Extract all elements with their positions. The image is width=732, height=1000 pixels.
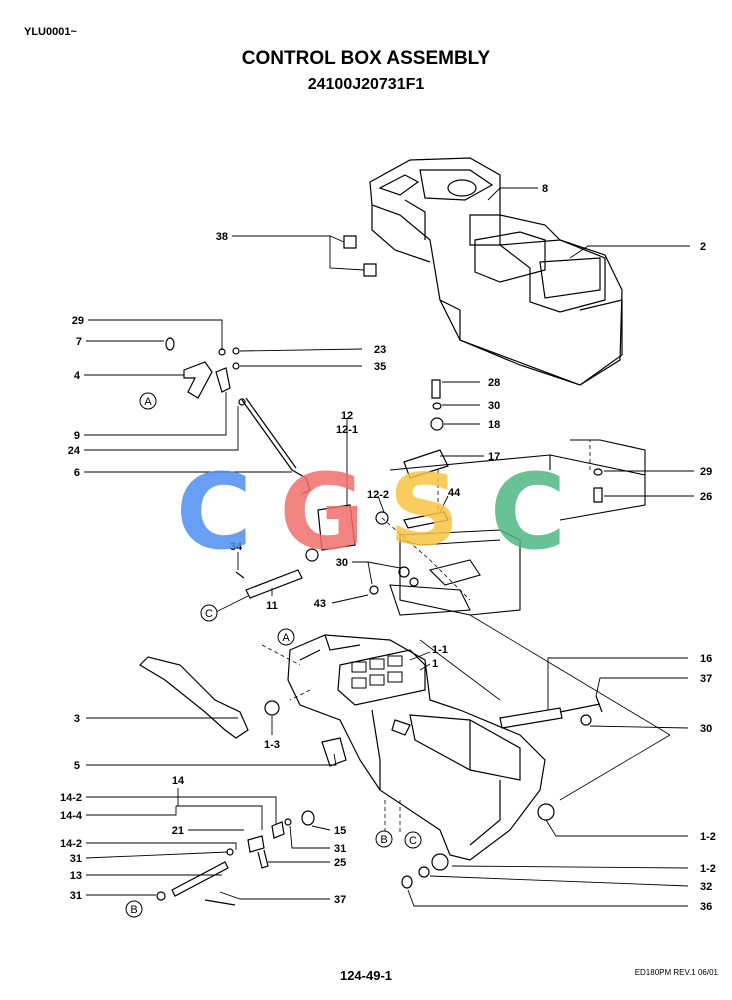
callout-14-2: 14-2 (60, 838, 82, 850)
callout-43: 43 (314, 598, 326, 610)
ref-circle-a (277, 628, 295, 646)
callout-15: 15 (334, 825, 346, 837)
callout-23: 23 (374, 344, 386, 356)
watermark-letter: G (279, 451, 364, 573)
callout-7: 7 (76, 336, 82, 348)
ref-circle-b (125, 900, 143, 918)
callout-3: 3 (74, 713, 80, 725)
callout-31: 31 (70, 890, 82, 902)
ref-circle-a (139, 392, 157, 410)
cgsc-watermark: C G S C (176, 451, 566, 573)
callout-36: 36 (700, 901, 712, 913)
page-title: CONTROL BOX ASSEMBLY (241, 48, 491, 69)
parts (139, 235, 603, 906)
callout-30: 30 (700, 723, 712, 735)
callout-14-2: 14-2 (60, 792, 82, 804)
upper-housing (369, 157, 623, 386)
ref-label-b: B (130, 904, 137, 916)
callout-18: 18 (488, 419, 500, 431)
callout-14-4: 14-4 (60, 810, 83, 822)
callout-2: 2 (700, 241, 706, 253)
callout-6: 6 (74, 467, 80, 479)
control-box (287, 634, 546, 861)
ref-label-b: B (380, 834, 387, 846)
callout-1-1: 1-1 (432, 644, 448, 656)
callout-34: 34 (230, 541, 243, 553)
callout-37: 37 (700, 673, 712, 685)
callout-21: 21 (172, 825, 184, 837)
ref-circle-c (200, 604, 218, 622)
serial-range: YLU0001~ (24, 26, 77, 38)
callout-1-2: 1-2 (700, 831, 716, 843)
callout-29: 29 (72, 315, 84, 327)
callout-31: 31 (70, 853, 82, 865)
leader-lines (84, 187, 694, 907)
reference-circles: A A B B C C (125, 392, 422, 918)
callout-25: 25 (334, 857, 346, 869)
callout-30: 30 (488, 400, 500, 412)
callout-11: 11 (266, 600, 278, 612)
tray (389, 529, 521, 616)
callout-12-1: 12-1 (336, 424, 358, 436)
callout-44: 44 (448, 487, 461, 499)
callout-37: 37 (334, 894, 346, 906)
ref-label-c: C (409, 835, 417, 847)
callout-35: 35 (374, 361, 386, 373)
page-number: 124-49-1 (339, 968, 393, 983)
alignment-lines (261, 440, 591, 840)
callout-38: 38 (216, 231, 228, 243)
callout-labels: 8 38 2 29 7 23 4 35 9 24 28 30 18 12 12-… (60, 183, 716, 913)
callout-8: 8 (542, 183, 548, 195)
callout-4: 4 (74, 370, 81, 382)
callout-17: 17 (488, 451, 500, 463)
callout-29: 29 (700, 466, 712, 478)
callout-1-3: 1-3 (264, 739, 280, 751)
callout-12-2: 12-2 (367, 489, 389, 501)
watermark-letter: C (176, 451, 252, 573)
callout-31: 31 (334, 843, 346, 855)
ref-label-a: A (282, 632, 290, 644)
ref-label-a: A (144, 396, 152, 408)
callout-1: 1 (432, 658, 438, 670)
callout-30: 30 (336, 557, 348, 569)
part-number: 24100J20731F1 (307, 76, 425, 93)
ref-circle-c (404, 831, 422, 849)
callout-24: 24 (68, 445, 81, 457)
watermark-letter: S (389, 454, 460, 568)
callout-28: 28 (488, 377, 500, 389)
callout-12: 12 (341, 410, 353, 422)
watermark-letter: C (490, 451, 566, 573)
callout-5: 5 (74, 760, 80, 772)
revision-note: ED180PM REV.1 06/01 (634, 968, 718, 977)
callout-1-2: 1-2 (700, 863, 716, 875)
callout-9: 9 (74, 430, 80, 442)
callout-13: 13 (70, 870, 82, 882)
callout-32: 32 (700, 881, 712, 893)
solid-guide-lines (419, 614, 671, 801)
callout-14: 14 (172, 775, 185, 787)
callout-16: 16 (700, 653, 712, 665)
ref-circle-b (375, 830, 393, 848)
ref-label-c: C (205, 608, 213, 620)
mounting-plate (389, 439, 646, 521)
callout-26: 26 (700, 491, 712, 503)
